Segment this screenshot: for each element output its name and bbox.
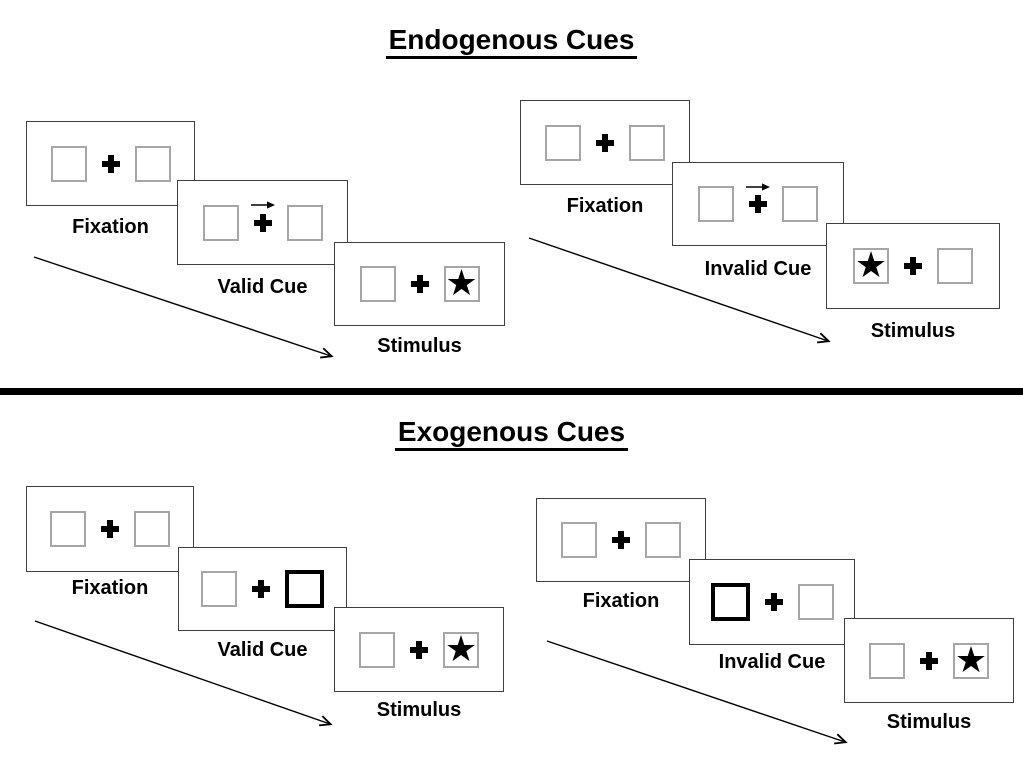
right-box (629, 124, 665, 161)
left-box (50, 511, 86, 547)
left-box (561, 522, 597, 558)
cue-arrow-right-icon (746, 183, 770, 191)
panel-label: Invalid Cue (704, 258, 812, 280)
star-icon: ★ (854, 244, 888, 285)
left-box (698, 186, 734, 222)
panel-label: Stimulus (377, 335, 462, 357)
sequence-arrow (33, 256, 342, 364)
sequence-arrow (34, 620, 341, 732)
section-title-text: Endogenous Cues (385, 26, 638, 59)
left-box (545, 124, 581, 161)
star-icon: ★ (954, 638, 988, 680)
fixation-cross-icon (410, 275, 429, 293)
fixation-cross-icon (101, 154, 120, 173)
left-box (202, 204, 239, 241)
fixation-panel (536, 498, 706, 582)
panel-label: Stimulus (870, 320, 956, 342)
left-box (359, 631, 395, 668)
cue-arrow-right-icon (250, 201, 275, 209)
star-icon: ★ (445, 262, 478, 303)
fixation-panel (520, 100, 690, 185)
fixation-cross-icon (253, 213, 272, 232)
right-box (782, 186, 818, 222)
left-box: ★ (853, 244, 889, 285)
stimulus-panel: ★ (334, 242, 505, 326)
panel-label: Fixation (72, 216, 149, 238)
right-box (937, 248, 973, 284)
fixation-cross-icon (101, 520, 119, 538)
panel-label: Valid Cue (217, 276, 308, 298)
fixation-cross-icon (596, 133, 614, 152)
cue-panel (178, 547, 347, 631)
fixation-cross-icon (764, 593, 783, 611)
right-box: ★ (443, 627, 479, 669)
panel-label: Fixation (566, 195, 644, 217)
fixation-cross-icon (904, 257, 922, 275)
right-box (286, 204, 323, 241)
left-box (201, 571, 237, 607)
fixation-panel (26, 121, 195, 206)
sequence-arrow (546, 640, 855, 750)
left-box (359, 266, 396, 302)
right-box: ★ (443, 262, 480, 303)
panel-label: Fixation (71, 577, 149, 599)
panel-label: Stimulus (376, 699, 462, 721)
right-box (134, 511, 170, 547)
section-divider (0, 388, 1023, 395)
left-box (869, 642, 905, 679)
right-box (134, 145, 171, 182)
fixation-cross-icon (920, 651, 938, 670)
fixation-cross-icon (612, 531, 630, 549)
right-box (645, 522, 681, 558)
cue-panel (672, 162, 844, 246)
panel-label: Valid Cue (217, 639, 308, 661)
section-title-text: Exogenous Cues (394, 418, 629, 451)
fixation-cross-icon (252, 580, 270, 598)
stimulus-panel: ★ (826, 223, 1000, 309)
section-title-exogenous: Exogenous Cues (0, 418, 1023, 451)
panel-label: Stimulus (886, 711, 972, 733)
left-box (710, 583, 750, 621)
sequence-arrow (528, 237, 839, 349)
stimulus-panel: ★ (334, 607, 504, 692)
fixation-cross-icon (749, 195, 767, 213)
cue-panel (177, 180, 348, 265)
panel-label: Invalid Cue (718, 651, 826, 673)
cue-panel (689, 559, 855, 645)
star-icon: ★ (444, 627, 478, 669)
fixation-cross-icon (410, 640, 428, 659)
left-box (50, 145, 87, 182)
panel-label: Fixation (582, 590, 660, 612)
right-box: ★ (953, 638, 989, 680)
right-box (797, 584, 834, 620)
fixation-panel (26, 486, 194, 572)
stimulus-panel: ★ (844, 618, 1014, 703)
right-box (285, 570, 324, 608)
section-title-endogenous: Endogenous Cues (0, 26, 1023, 59)
